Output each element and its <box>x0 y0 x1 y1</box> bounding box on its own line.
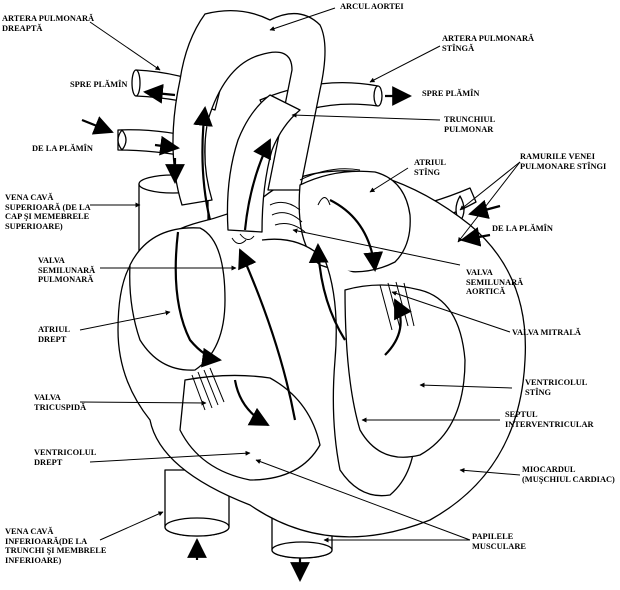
left-ventricle <box>344 284 466 458</box>
label-artera-pulmonara-dreapta: ARTERA PULMONARĂ DREAPTĂ <box>2 14 95 33</box>
label-valva-tricuspida: VALVA TRICUSPIDĂ <box>34 393 87 412</box>
arrow-de-la-plamin-right-1 <box>468 199 501 219</box>
arrow-de-la-plamin-left-1 <box>81 116 114 135</box>
right-ventricle <box>179 374 321 481</box>
label-ramurile-venei: RAMURILE VENEI PULMONARE STÎNGI <box>520 152 607 171</box>
label-vena-cava-inferioara: VENA CAVĂ INFERIOARĂ(DE LA TRUNCHI ŞI ME… <box>5 527 107 565</box>
label-septul-interventricular: SEPTUL INTERVENTRICULAR <box>505 410 594 429</box>
label-arcul-aortei: ARCUL AORTEI <box>340 2 404 11</box>
pulmonary-trunk <box>226 94 301 233</box>
label-atriul-sting: ATRIUL STÎNG <box>414 158 446 177</box>
arrow-de-la-plamin-left-2 <box>154 135 180 156</box>
label-de-la-plamin-left: DE LA PLĂMÎN <box>32 144 93 153</box>
arrow-de-la-plamin-right-2 <box>460 227 491 247</box>
label-valva-semilunara-pulmonara: VALVA SEMILUNARĂ PULMONARĂ <box>38 256 96 284</box>
label-de-la-plamin-right: DE LA PLĂMÎN <box>492 224 553 233</box>
label-ventriculul-drept: VENTRICOLUL DREPT <box>34 448 97 467</box>
label-papilele-musculare: PAPILELE MUSCULARE <box>472 532 526 551</box>
label-artera-pulmonara-stanga: ARTERA PULMONARĂ STÎNGĂ <box>442 34 535 53</box>
label-spre-plamin-right: SPRE PLĂMÎN <box>422 89 480 98</box>
label-vena-cava-superioara: VENA CAVĂ SUPERIOARĂ (DE LA CAP ŞI MEMEB… <box>5 193 91 231</box>
label-ventriculul-sting: VENTRICOLUL STÎNG <box>525 378 588 397</box>
label-valva-semilunara-aortica: VALVA SEMILUNARĂ AORTICĂ <box>466 268 524 296</box>
arrow-spre-plamin-left <box>143 83 176 104</box>
label-atriul-drept: ATRIUL DREPT <box>38 325 70 344</box>
label-spre-plamin-left: SPRE PLĂMÎN <box>70 80 128 89</box>
label-trunchiul-pulmonar: TRUNCHIUL PULMONAR <box>444 115 496 134</box>
label-miocardul: MIOCARDUL (MUŞCHIUL CARDIAC) <box>522 465 615 484</box>
label-valva-mitrala: VALVA MITRALĂ <box>512 328 581 337</box>
